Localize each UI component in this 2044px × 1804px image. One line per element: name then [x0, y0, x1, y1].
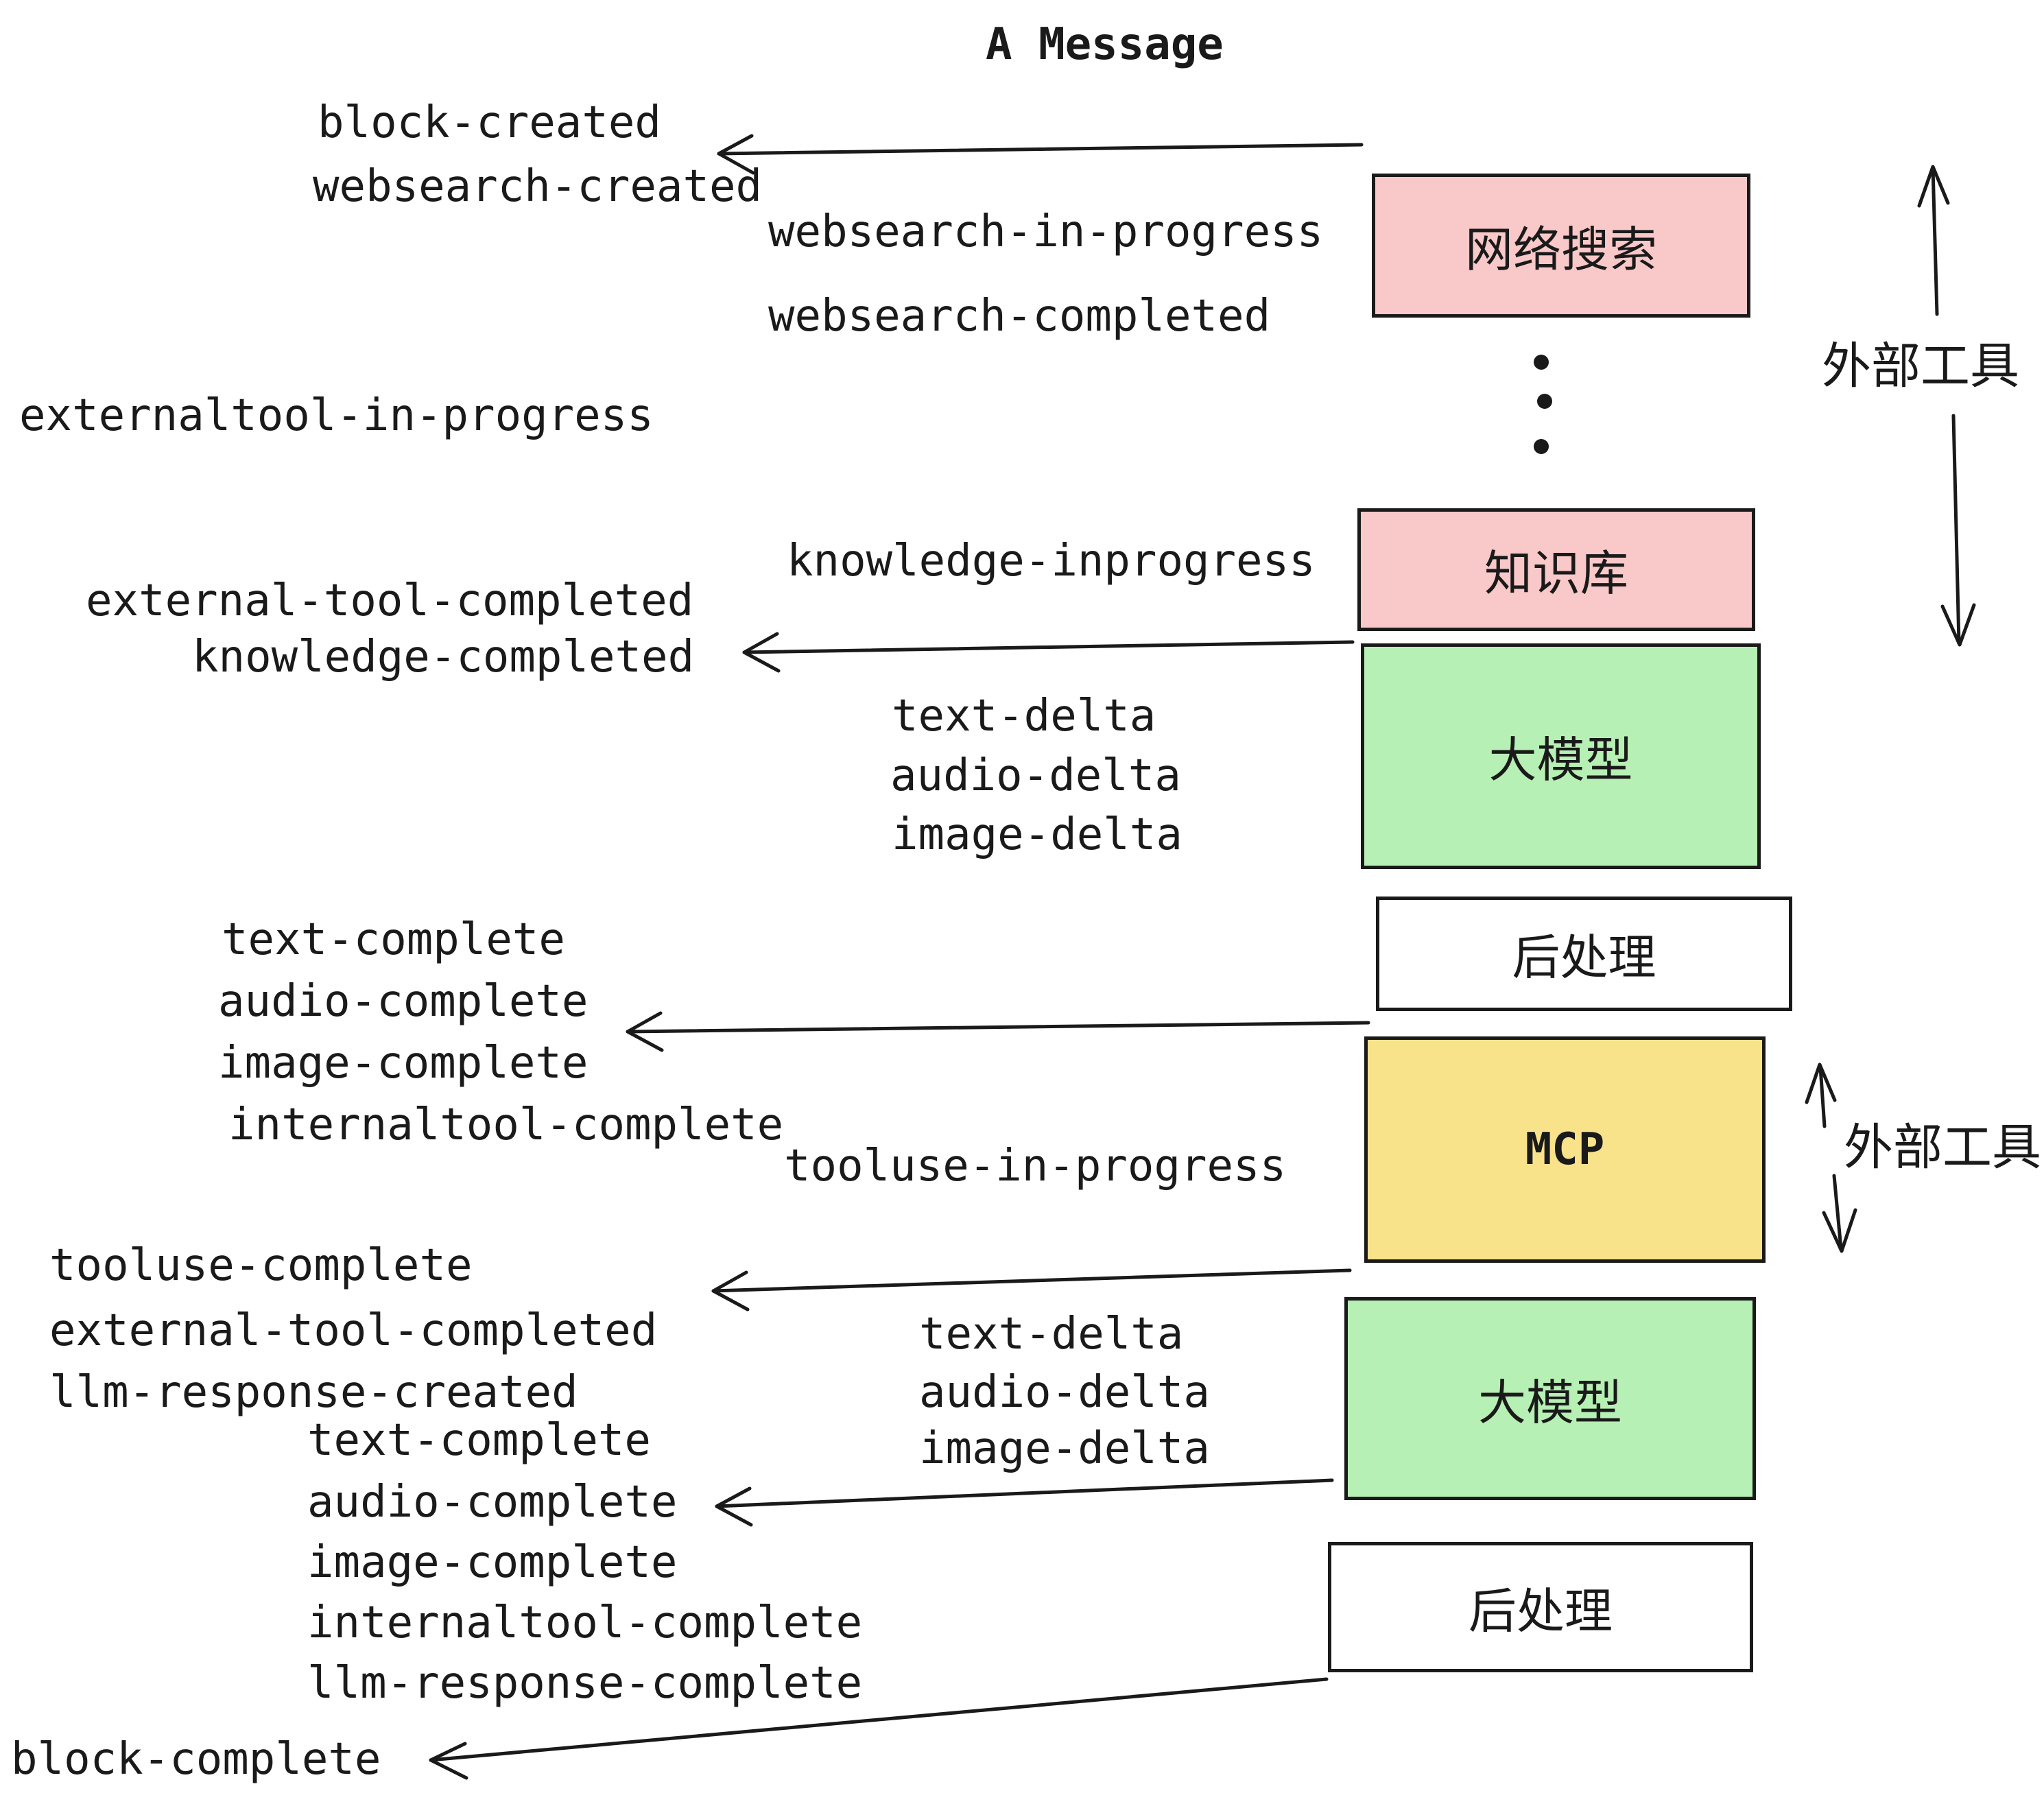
event-external-tool-completed-2: external-tool-completed: [49, 1305, 658, 1356]
external-tools-1-arrow-up-head: [1917, 165, 1950, 208]
event-llm-response-created: llm-response-created: [49, 1367, 578, 1418]
ellipsis-dot-1: [1534, 355, 1549, 370]
box-llm-1-label: 大模型: [1488, 732, 1633, 788]
arrow-mcp-to-tooluse-complete-line: [711, 1268, 1352, 1293]
diagram-title: A Message: [986, 19, 1224, 70]
external-tools-2-arrow-down-line: [1832, 1174, 1843, 1250]
event-audio-delta-2: audio-delta: [919, 1367, 1210, 1418]
event-externaltool-in-progress: externaltool-in-progress: [19, 390, 654, 441]
external-tools-1-arrow-down-line: [1951, 414, 1961, 645]
arrow-postprocess2-to-block-complete-line: [429, 1677, 1329, 1762]
event-text-delta-1: text-delta: [892, 691, 1156, 741]
event-audio-delta-1: audio-delta: [890, 750, 1181, 801]
box-llm-1: 大模型: [1361, 643, 1761, 869]
event-image-delta-2: image-delta: [919, 1423, 1210, 1474]
external-tools-2-arrow-up-line: [1818, 1065, 1827, 1128]
event-internaltool-complete-2: internaltool-complete: [307, 1598, 863, 1648]
event-audio-complete-1: audio-complete: [218, 976, 589, 1027]
box-mcp: MCP: [1364, 1036, 1766, 1263]
box-postprocess-1-label: 后处理: [1512, 929, 1656, 986]
box-knowledge: 知识库: [1357, 508, 1755, 631]
annotation-external-tools-1: 外部工具: [1822, 337, 2020, 395]
box-websearch: 网络搜索: [1372, 174, 1750, 318]
arrow-mcp-to-tooluse-complete-head: [711, 1270, 750, 1312]
box-postprocess-1: 后处理: [1376, 897, 1792, 1011]
event-image-complete-2: image-complete: [307, 1537, 678, 1588]
ellipsis-dot-3: [1534, 439, 1549, 454]
event-text-complete-2: text-complete: [307, 1415, 651, 1466]
annotation-external-tools-2: 外部工具: [1844, 1118, 2042, 1176]
external-tools-1-arrow-up-line: [1931, 166, 1939, 316]
event-websearch-completed: websearch-completed: [768, 291, 1271, 342]
event-internaltool-complete-1: internaltool-complete: [228, 1100, 784, 1150]
arrow-llm2-to-audio-complete-line: [715, 1478, 1334, 1508]
event-image-complete-1: image-complete: [218, 1038, 589, 1089]
box-knowledge-label: 知识库: [1484, 545, 1628, 602]
event-text-complete-1: text-complete: [222, 914, 565, 965]
event-tooluse-complete: tooluse-complete: [49, 1240, 473, 1291]
arrow-websearch-to-block-created-head: [717, 134, 755, 175]
event-tooluse-in-progress: tooluse-in-progress: [784, 1141, 1287, 1191]
event-image-delta-1: image-delta: [892, 809, 1183, 860]
event-text-delta-2: text-delta: [919, 1309, 1184, 1360]
box-websearch-label: 网络搜索: [1465, 221, 1657, 278]
event-audio-complete-2: audio-complete: [307, 1477, 678, 1528]
event-external-tool-completed-1: external-tool-completed: [86, 575, 694, 626]
box-postprocess-2: 后处理: [1328, 1542, 1753, 1672]
event-knowledge-completed: knowledge-completed: [192, 632, 695, 683]
event-llm-response-complete: llm-response-complete: [307, 1658, 863, 1709]
event-block-created: block-created: [318, 97, 661, 148]
arrow-llm2-to-audio-complete-head: [715, 1486, 753, 1527]
arrow-knowledge-to-knowledge-completed-head: [742, 632, 781, 673]
box-mcp-label: MCP: [1525, 1124, 1605, 1175]
external-tools-2-arrow-up-head: [1805, 1063, 1837, 1104]
box-postprocess-2-label: 后处理: [1469, 1582, 1613, 1639]
event-websearch-in-progress: websearch-in-progress: [768, 206, 1324, 257]
event-knowledge-inprogress: knowledge-inprogress: [787, 536, 1316, 586]
event-block-complete: block-complete: [11, 1734, 381, 1785]
arrow-postprocess1-to-image-complete-head: [626, 1011, 664, 1052]
external-tools-2-arrow-down-head: [1822, 1208, 1857, 1253]
arrow-postprocess1-to-image-complete-line: [626, 1021, 1370, 1034]
event-websearch-created: websearch-created: [313, 161, 763, 212]
ellipsis-dot-2: [1537, 394, 1552, 409]
external-tools-1-arrow-down-head: [1940, 603, 1976, 647]
arrow-knowledge-to-knowledge-completed-line: [742, 640, 1355, 654]
arrow-postprocess2-to-block-complete-head: [429, 1742, 468, 1780]
box-llm-2-label: 大模型: [1478, 1374, 1622, 1431]
arrow-websearch-to-block-created-line: [717, 143, 1364, 156]
box-llm-2: 大模型: [1344, 1297, 1756, 1500]
